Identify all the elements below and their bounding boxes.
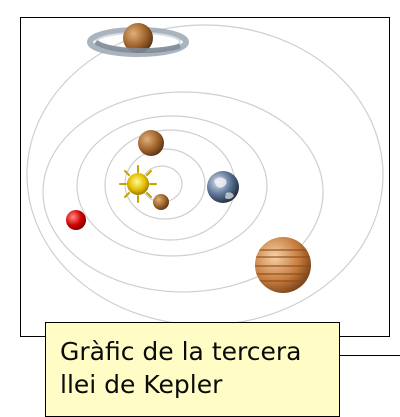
earth-icon	[207, 171, 239, 203]
sun-icon	[119, 165, 157, 203]
orbit-6	[26, 24, 384, 326]
venus-icon	[138, 130, 164, 156]
mercury-icon	[153, 194, 169, 210]
orbit-5	[42, 91, 324, 293]
caption-line-2: llei de Kepler	[60, 370, 223, 399]
saturn-icon	[87, 23, 189, 57]
frame-bottom-line	[325, 355, 400, 356]
mars-icon	[66, 210, 86, 230]
caption-line-1: Gràfic de la tercera	[60, 337, 302, 366]
jupiter-icon	[255, 237, 311, 293]
caption-box: Gràfic de la tercera llei de Kepler	[45, 322, 340, 417]
orbit-lines	[26, 24, 384, 326]
orbit-4	[76, 115, 268, 257]
